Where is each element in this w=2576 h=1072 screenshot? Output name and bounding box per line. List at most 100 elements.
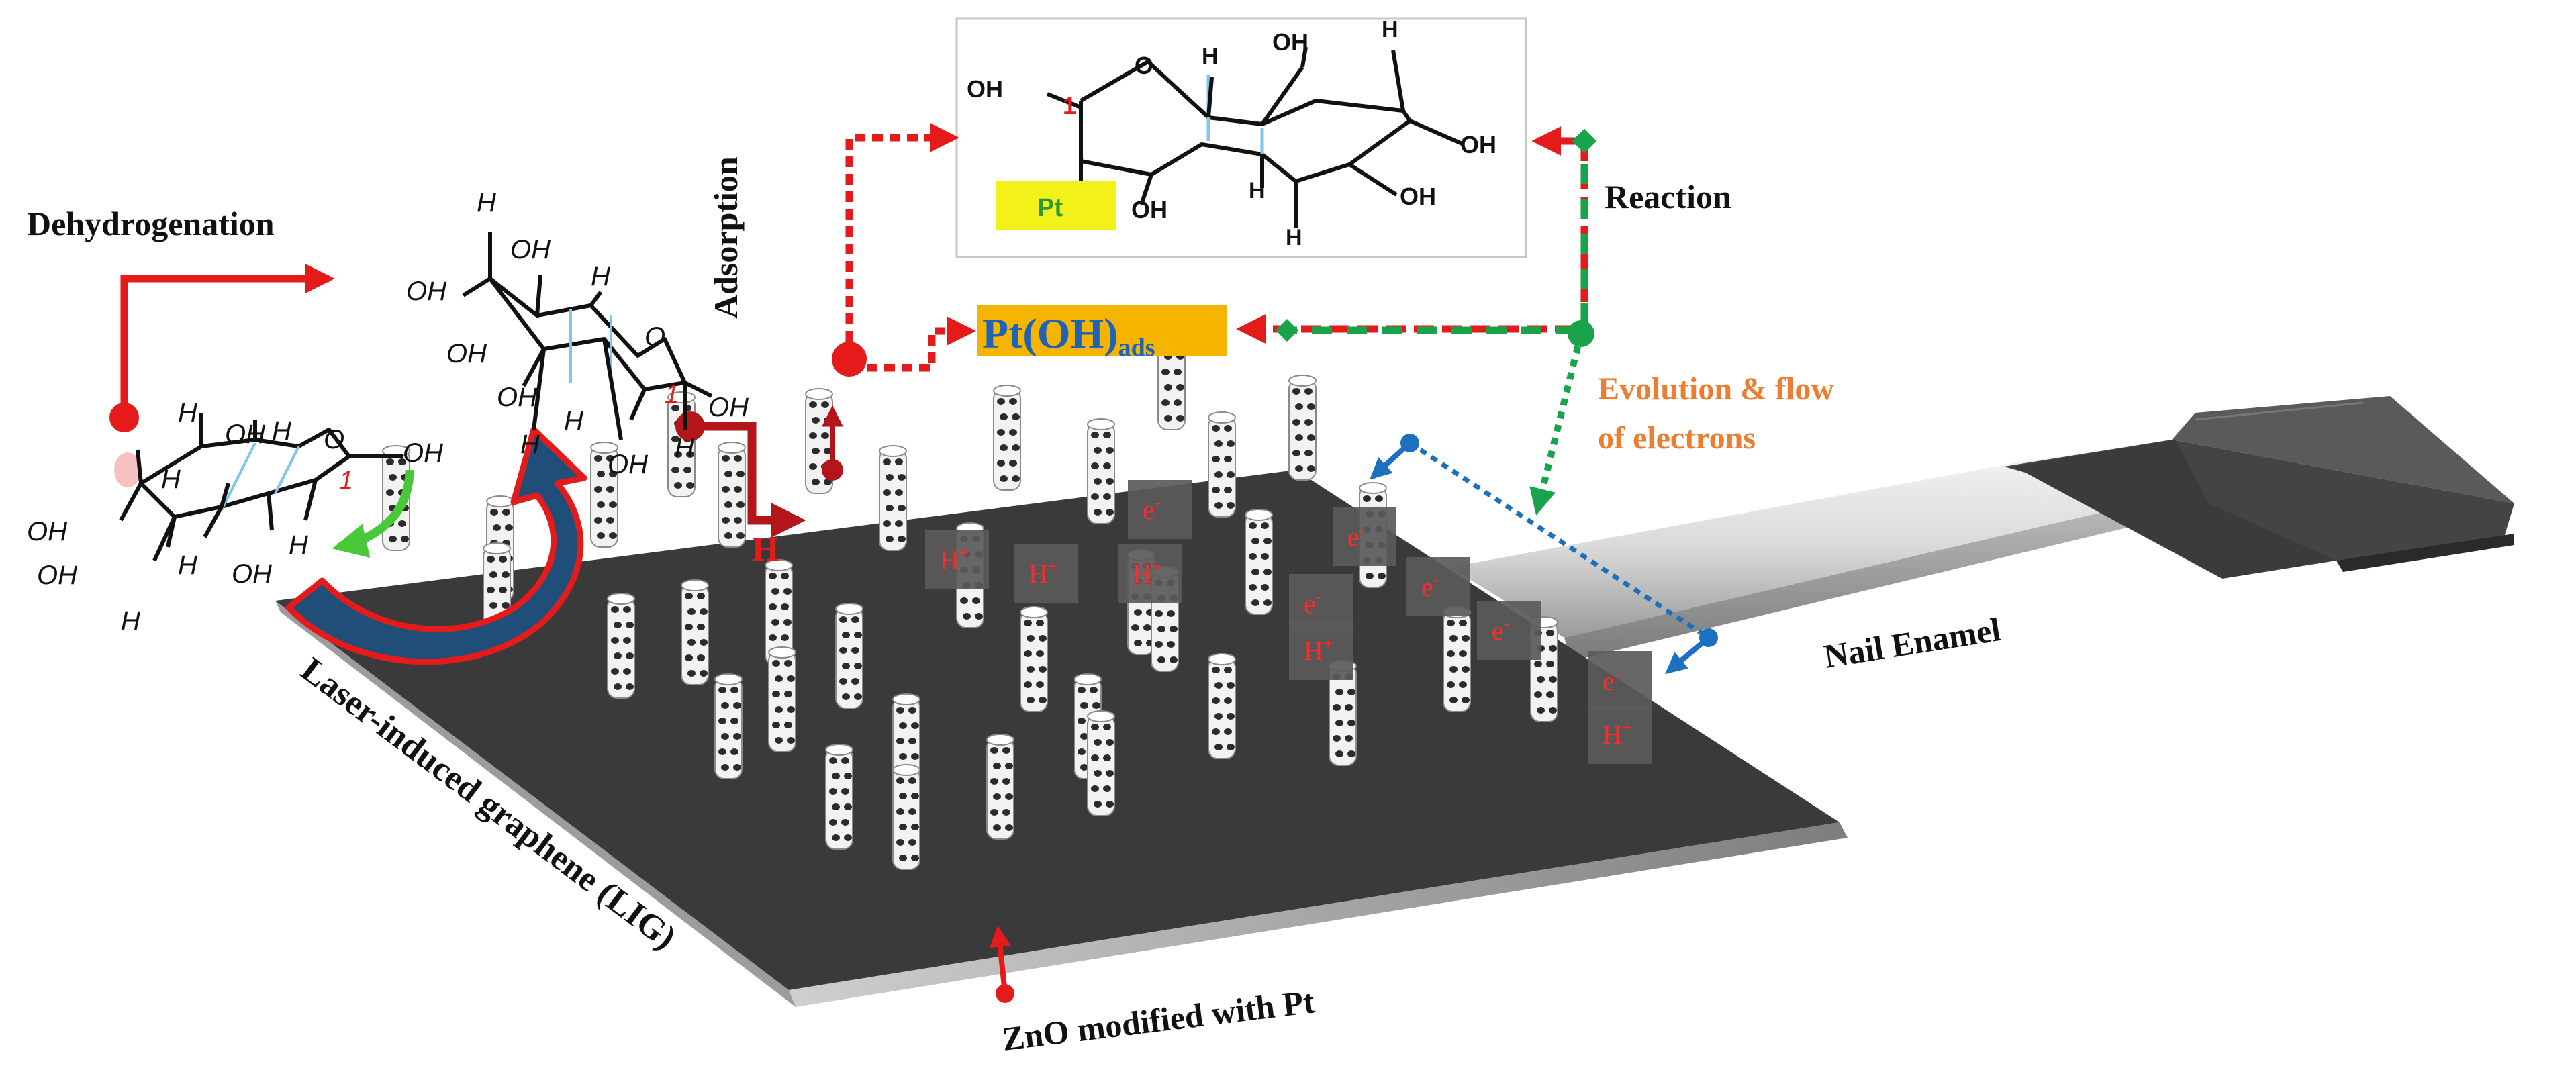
proton-box: H+ — [1014, 544, 1078, 603]
zno-nanorod — [986, 734, 1014, 840]
zno-nanorod — [1208, 411, 1236, 518]
h-label: H — [1249, 178, 1266, 203]
pt-box — [996, 181, 1116, 230]
electron-box: e- — [1333, 507, 1396, 566]
h-label: H — [520, 430, 540, 459]
electron-box: e- — [1477, 601, 1541, 660]
pt-label: Pt — [1037, 194, 1063, 222]
h-label: H — [178, 550, 197, 580]
electron-label: e- — [1492, 614, 1509, 646]
zno-nanorod — [607, 593, 635, 699]
pt-glucose-box: Pt OH O 1 H OH H OH OH H H OH — [955, 17, 1527, 258]
zno-nanorod — [825, 744, 853, 850]
oh-label: OH — [406, 277, 446, 306]
h-label: H — [161, 465, 181, 494]
oh-label: OH — [446, 339, 487, 369]
proton-label: H+ — [1603, 718, 1632, 750]
proton-label: H+ — [1304, 634, 1333, 666]
zno-nanorod — [1087, 710, 1115, 816]
zno-nanorod — [879, 445, 907, 551]
reaction-arrows — [1236, 126, 1597, 516]
ring-oxygen-label: O — [1135, 52, 1153, 79]
oh-label: OH — [708, 393, 749, 422]
proton-box: H+ — [1289, 621, 1353, 680]
h-label: H — [272, 416, 291, 446]
light-green-arrow — [332, 469, 414, 558]
dotted-red-arrows — [832, 123, 976, 377]
zno-nanorod — [765, 559, 793, 665]
h-label: H — [121, 606, 140, 636]
left-glucose-molecule: H OH H O OH 1 OH OH H H OH H H — [27, 398, 443, 636]
curved-adsorption-arrow — [285, 426, 587, 665]
h-label: H — [289, 530, 308, 560]
h-label: H — [564, 406, 583, 436]
h-label: H — [1382, 17, 1398, 42]
h-label: H — [1202, 44, 1219, 69]
carbon-1-label: 1 — [665, 381, 679, 409]
zno-nanorod — [768, 646, 796, 752]
zno-nanorod — [1020, 606, 1048, 712]
proton-label: H+ — [1133, 556, 1162, 589]
electron-flow-arrows — [1370, 434, 1718, 675]
zno-nanorod — [1245, 509, 1273, 615]
electron-label: e- — [1603, 664, 1620, 696]
oh-label: OH — [497, 383, 537, 412]
proton-box: H+ — [1588, 705, 1652, 764]
electron-label: e- — [1304, 587, 1321, 619]
zno-pointer-arrow — [989, 925, 1014, 1003]
zno-nanorod — [1443, 606, 1471, 712]
zno-nanorod — [1288, 375, 1317, 481]
oh-label: OH — [967, 75, 1003, 103]
zno-nanorod — [718, 442, 746, 548]
oh-label: OH — [403, 438, 443, 468]
zno-nanorod — [1208, 653, 1236, 759]
pt-oh-ads-box: Pt(OH)ads — [977, 305, 1227, 362]
ring-oxygen-label: O — [324, 425, 344, 454]
electron-box: e- — [1406, 557, 1470, 616]
h-label: H — [178, 398, 197, 428]
electron-label: e- — [1143, 493, 1160, 525]
electron-label: e- — [1421, 570, 1439, 602]
oh-label: OH — [1272, 28, 1308, 56]
proton-label: H+ — [940, 543, 969, 575]
oh-label: OH — [225, 420, 265, 449]
charge-boxes: H+ H+ H+ e-e-e- H+ e-e-e- H+ — [925, 480, 1652, 764]
h-label: H — [591, 262, 610, 291]
h-label: H — [675, 433, 694, 462]
zno-nanorod — [681, 579, 709, 685]
zno-nanorod — [993, 385, 1021, 491]
electron-box: e- — [1128, 480, 1192, 539]
oh-label: OH — [1131, 196, 1167, 224]
oh-label: OH — [1460, 131, 1496, 158]
carbon-1-label: 1 — [339, 467, 353, 495]
electron-label: e- — [1347, 520, 1365, 552]
reaction-label: Reaction — [1605, 178, 1731, 215]
oh-label: OH — [510, 235, 551, 264]
pt-oh-ads-label: Pt(OH)ads — [982, 309, 1155, 362]
zno-nanorod — [590, 442, 618, 548]
adsorption-label: Adsorption — [707, 156, 745, 319]
middle-glucose-molecule: H OH OH H O OH OH H H OH OH 1 H H — [406, 188, 779, 569]
proton-box: H+ — [925, 530, 989, 589]
proton-label: H+ — [1029, 556, 1058, 589]
pt-oh-subscript: ads — [1118, 334, 1155, 362]
nail-enamel-strip — [1450, 396, 2514, 661]
dehydrogenation-label: Dehydrogenation — [27, 205, 275, 242]
oh-label: OH — [27, 517, 67, 546]
nail-enamel-label: Nail Enamel — [1821, 610, 2003, 675]
zno-nanorod — [1087, 418, 1115, 524]
evolution-label-line2: of electrons — [1598, 420, 1756, 456]
oh-label: OH — [608, 450, 648, 479]
zno-nanorod — [892, 764, 920, 870]
zno-label: ZnO modified with Pt — [1000, 982, 1317, 1058]
oh-label: OH — [37, 561, 77, 590]
zno-nanorod — [835, 603, 863, 709]
electron-box: e- — [1588, 651, 1652, 710]
pt-oh-main-text: Pt(OH) — [982, 309, 1118, 357]
h-label: H — [477, 188, 496, 217]
h-label: H — [1286, 225, 1302, 250]
proton-box: H+ — [1118, 544, 1182, 603]
oh-label: OH — [232, 559, 272, 589]
